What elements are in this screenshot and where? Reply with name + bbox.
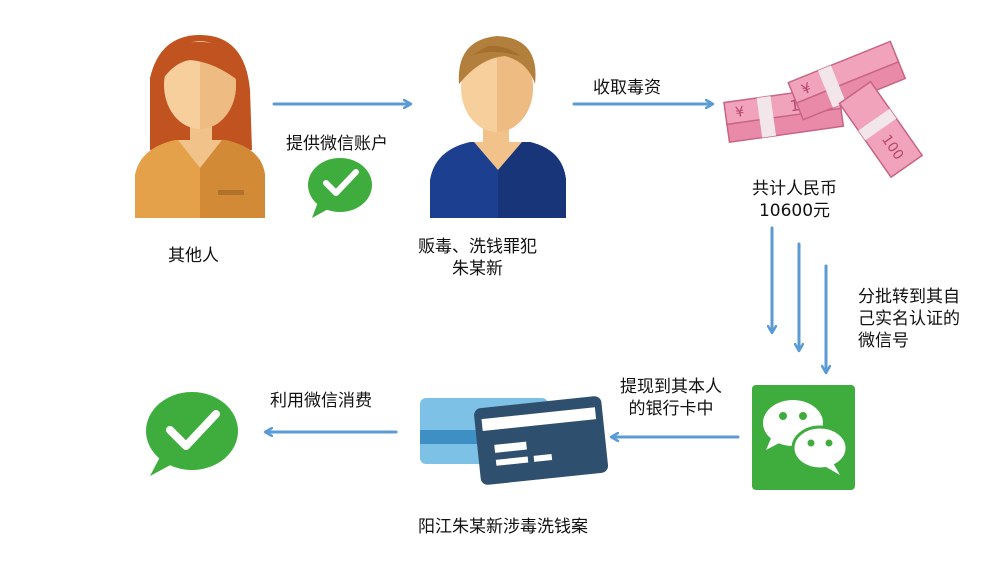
collect-money-label: 收取毒资 [593, 78, 661, 98]
diagram-caption: 阳江朱某新涉毒洗钱案 [418, 517, 588, 537]
withdraw-label: 提现到其本人 的银行卡中 [620, 377, 722, 419]
money-total-label: 共计人民币 10600元 [752, 179, 837, 221]
bank-card-icon [420, 396, 609, 485]
batch-transfer-label: 分批转到其自 己实名认证的 微信号 [858, 287, 960, 351]
spend-label: 利用微信消费 [270, 391, 372, 411]
criminal-icon [430, 36, 566, 218]
wechat-pay-large-icon [146, 392, 238, 476]
wechat-app-icon [752, 385, 855, 490]
other-person-label: 其他人 [168, 246, 219, 266]
money-stack-icon: 100 ¥ ¥ 100 [723, 40, 924, 179]
criminal-label: 贩毒、洗钱罪犯 朱某新 [418, 237, 537, 279]
arrows [266, 104, 826, 437]
other-person-icon [135, 35, 265, 218]
wechat-pay-icon [308, 158, 372, 218]
provide-account-label: 提供微信账户 [286, 134, 388, 154]
banknote-symbol: ¥ [734, 104, 745, 121]
